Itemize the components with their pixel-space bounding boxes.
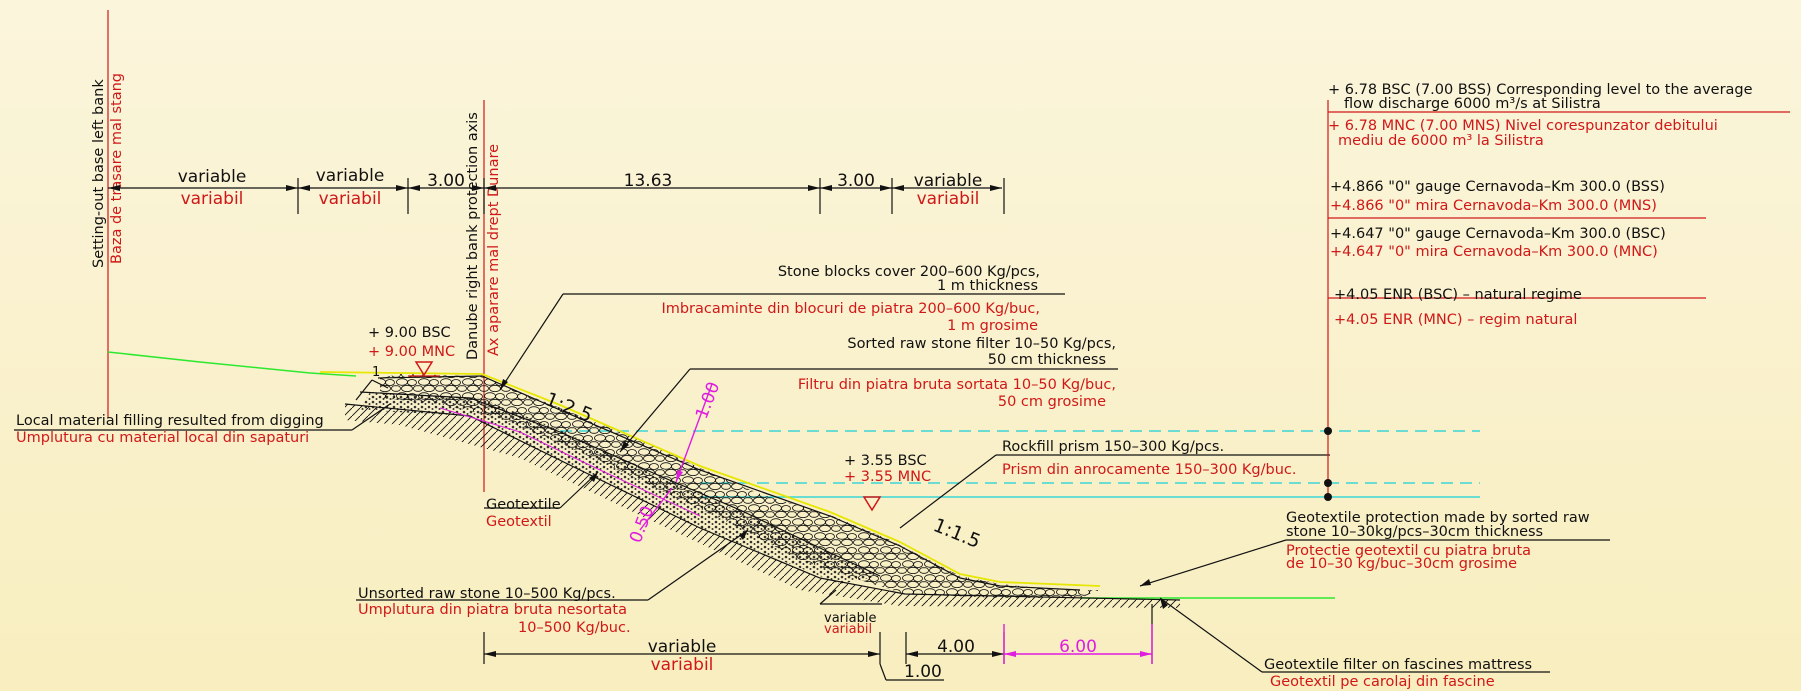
top-dim-3: 3.00 bbox=[427, 171, 465, 191]
protection-axis-label-en: Danube right bank protection axis bbox=[465, 112, 481, 360]
legend-2-en: +4.866 "0" gauge Cernavoda–Km 300.0 (BSS… bbox=[1330, 179, 1665, 195]
bottom-dim-400: 4.00 bbox=[937, 637, 975, 657]
fascine-ro: Geotextil pe carolaj din fascine bbox=[1270, 674, 1495, 690]
legend-1-en-b: flow discharge 6000 m³/s at Silistra bbox=[1344, 96, 1601, 112]
ground-line bbox=[107, 351, 357, 377]
geo-protection-en-1: Geotextile protection made by sorted raw bbox=[1286, 510, 1590, 526]
stone-cover-ro-2: 1 m grosime bbox=[947, 318, 1038, 334]
bottom-var-en: variable bbox=[648, 637, 717, 657]
top-dim-2-en: variable bbox=[316, 166, 385, 186]
bottom-dimension-chain bbox=[483, 604, 1153, 681]
protection-axis-label-ro: Ax aparare mal drept Dunare bbox=[486, 144, 502, 356]
geo-protection-ro-1: Protectie geotextil cu piatra bruta bbox=[1286, 543, 1531, 559]
top-dim-5: 3.00 bbox=[837, 171, 875, 191]
geo-protection-ro-2: de 10–30 kg/buc–30cm grosime bbox=[1286, 556, 1517, 572]
filter-en-1: Sorted raw stone filter 10–50 Kg/pcs, bbox=[847, 336, 1116, 352]
leader-lines bbox=[14, 293, 1610, 673]
legend-1-ro: + 6.78 MNC (7.00 MNS) Nivel corespunzato… bbox=[1328, 118, 1718, 134]
unsorted-ro-2: 10–500 Kg/buc. bbox=[518, 620, 631, 636]
legend-4-ro: +4.05 ENR (MNC) – regim natural bbox=[1334, 312, 1577, 328]
unsorted-ro-1: Umplutura din piatra bruta nesortata bbox=[358, 602, 627, 618]
crest-level-marker bbox=[414, 361, 434, 377]
stone-cover-ro-1: Imbracaminte din blocuri de piatra 200–6… bbox=[661, 301, 1040, 317]
geotextile-ro: Geotextil bbox=[486, 514, 552, 530]
svg-text:1: 1 bbox=[372, 365, 380, 380]
berm-level-mnc: + 3.55 MNC bbox=[844, 469, 931, 485]
top-dim-1-ro: variabil bbox=[181, 189, 244, 209]
setting-out-label-en: Setting-out base left bank bbox=[91, 79, 107, 268]
geotextile-en: Geotextile bbox=[486, 497, 561, 513]
bottom-var-ro: variabil bbox=[651, 655, 714, 675]
legend-4-en: +4.05 ENR (BSC) – natural regime bbox=[1334, 287, 1582, 303]
bottom-dim-100: 1.00 bbox=[904, 662, 942, 682]
slope-marker: 1 bbox=[355, 365, 389, 401]
crest-level-bsc: + 9.00 BSC bbox=[368, 325, 451, 341]
stone-cover-en-2: 1 m thickness bbox=[937, 278, 1038, 294]
small-variable-en: variable bbox=[824, 611, 876, 626]
top-dimension-chain bbox=[108, 178, 1005, 214]
cover-thickness-dim bbox=[675, 383, 713, 483]
embankment-section bbox=[319, 371, 1181, 608]
local-filling-en: Local material filling resulted from dig… bbox=[16, 413, 324, 429]
top-dim-2-ro: variabil bbox=[319, 189, 382, 209]
rockfill-en: Rockfill prism 150–300 Kg/pcs. bbox=[1002, 439, 1224, 455]
top-dim-6-en: variable bbox=[914, 171, 983, 191]
legend-2-ro: +4.866 "0" mira Cernavoda–Km 300.0 (MNS) bbox=[1330, 198, 1657, 214]
rockfill-ro: Prism din anrocamente 150–300 Kg/buc. bbox=[1002, 462, 1296, 478]
filter-en-2: 50 cm thickness bbox=[988, 352, 1106, 368]
legend-3-ro: +4.647 "0" mira Cernavoda–Km 300.0 (MNC) bbox=[1330, 244, 1658, 260]
level-legend-lines bbox=[1324, 100, 1790, 501]
filter-thickness-dim bbox=[639, 487, 673, 531]
unsorted-en: Unsorted raw stone 10–500 Kg/pcs. bbox=[358, 586, 616, 602]
geo-protection-en-2: stone 10–30kg/pcs–30cm thickness bbox=[1286, 524, 1543, 540]
stone-cover-en-1: Stone blocks cover 200–600 Kg/pcs, bbox=[778, 264, 1040, 280]
top-dim-6-ro: variabil bbox=[917, 189, 980, 209]
top-dim-4: 13.63 bbox=[624, 171, 673, 191]
local-filling-ro: Umplutura cu material local din sapaturi bbox=[16, 430, 309, 446]
fascine-en: Geotextile filter on fascines mattress bbox=[1264, 657, 1532, 673]
filter-ro-1: Filtru din piatra bruta sortata 10–50 Kg… bbox=[798, 377, 1116, 393]
bottom-dim-600: 6.00 bbox=[1059, 637, 1097, 657]
small-variable-ro: variabil bbox=[824, 622, 872, 637]
cover-thickness-label: 1.00 bbox=[692, 379, 724, 422]
top-dim-1-en: variable bbox=[178, 167, 247, 187]
setting-out-label-ro: Baza de trasare mal stang bbox=[109, 73, 125, 264]
crest-level-mnc: + 9.00 MNC bbox=[368, 344, 455, 360]
legend-1-en: + 6.78 BSC (7.00 BSS) Corresponding leve… bbox=[1328, 82, 1753, 98]
berm-level-marker bbox=[862, 496, 882, 512]
slope-lower: 1:1.5 bbox=[930, 514, 983, 553]
legend-3-en: +4.647 "0" gauge Cernavoda–Km 300.0 (BSC… bbox=[1330, 226, 1666, 242]
berm-level-bsc: + 3.55 BSC bbox=[844, 453, 927, 469]
legend-1-ro-b: mediu de 6000 m³ la Silistra bbox=[1338, 133, 1544, 149]
filter-ro-2: 50 cm grosime bbox=[998, 394, 1106, 410]
